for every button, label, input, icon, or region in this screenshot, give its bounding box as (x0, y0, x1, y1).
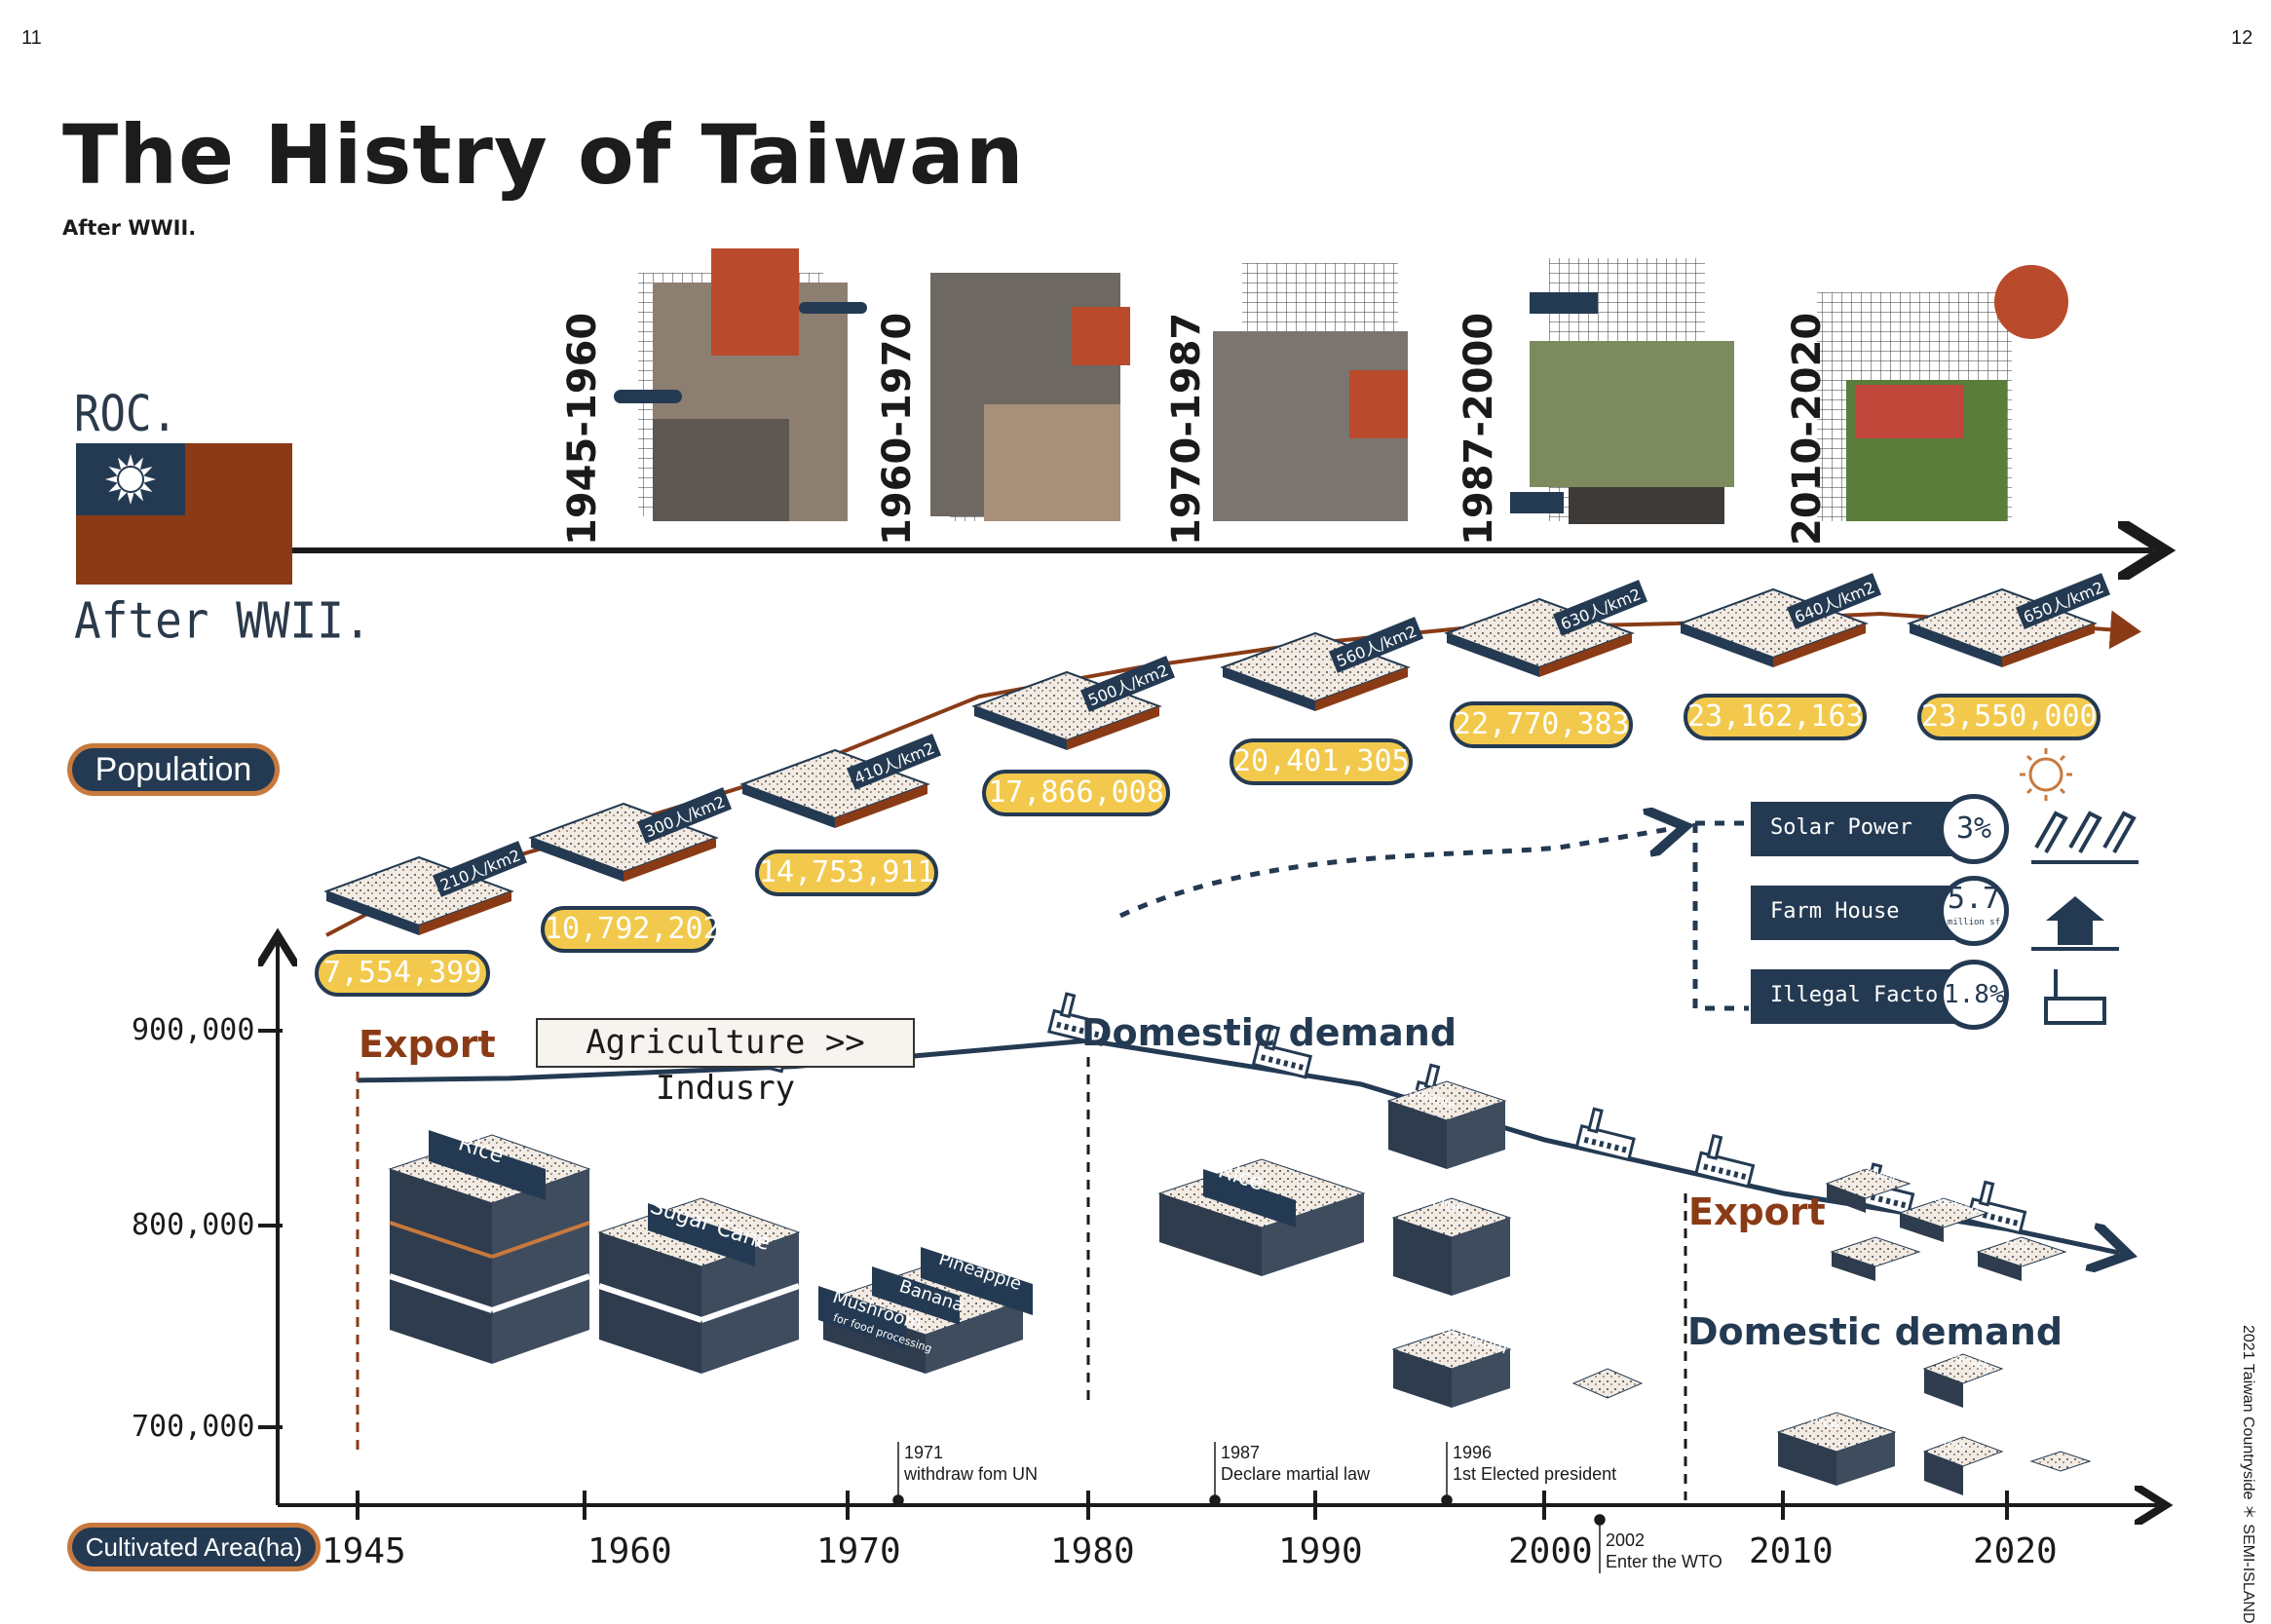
page-number-right: 12 (2231, 27, 2253, 49)
factory-icon (1694, 1133, 1756, 1189)
collage-1960-1970 (930, 273, 1130, 521)
sun-icon (105, 454, 156, 505)
page-subtitle: After WWII. (62, 216, 197, 240)
event-year: 1971 (904, 1443, 944, 1462)
x-tick-label: 1970 (816, 1531, 901, 1571)
event-markers (892, 1442, 1606, 1573)
side-note: 2021 Taiwan Countryside ＊ SEMI-ISLAND (2240, 1325, 2256, 1624)
collage-1970-1987 (1213, 263, 1408, 521)
farm-house-icon (2031, 896, 2119, 951)
factory-icon (1047, 992, 1109, 1047)
population-value-2005: 23,162,163 (1684, 694, 1867, 740)
collage-1987-2000 (1510, 258, 1734, 524)
population-value-2015: 23,550,000 (1917, 694, 2101, 740)
population-value-1985: 20,401,305 (1230, 738, 1413, 785)
x-tick-label: 2020 (1973, 1531, 2058, 1571)
event-text: withdraw fom UN (904, 1464, 1039, 1484)
land-use-farmhouse-value: 5.7 million sf (1939, 876, 2009, 946)
y-tick-label: 900,000 (132, 1013, 255, 1047)
era-label-2010-2020: 2010-2020 (1785, 312, 1830, 546)
event-year: 2002 (1606, 1530, 1646, 1550)
land-use-factory-value: 1.8% (1939, 960, 2009, 1030)
event-2002: 2002 Enter the WTO (1606, 1530, 1722, 1572)
page-number-left: 11 (21, 27, 42, 49)
x-tick-label: 1980 (1050, 1531, 1135, 1571)
land-use-solar: Solar Power panel (1751, 802, 1977, 892)
x-tick-label: 2010 (1749, 1531, 1834, 1571)
population-label: Population (72, 748, 275, 791)
population-value-1945: 7,554,399 (315, 950, 490, 997)
sun-icon (2020, 748, 2072, 801)
recent-crop-blocks (1776, 1168, 2092, 1495)
solar-panel-icon (2031, 811, 2139, 864)
x-tick-label: 2000 (1508, 1531, 1593, 1571)
factory-icon (1574, 1107, 1636, 1162)
event-1987: 1987 Declare martial law (1221, 1442, 1370, 1485)
domestic-crop-blocks (1157, 1080, 1644, 1408)
export-crop-blocks (388, 1130, 1033, 1374)
era-label-1960-1970: 1960-1970 (875, 312, 920, 546)
x-tick-label: 1990 (1278, 1531, 1363, 1571)
event-1996: 1996 1st Elected president (1453, 1442, 1616, 1485)
y-tick-label: 800,000 (132, 1208, 255, 1242)
population-value-1965: 14,753,911 (755, 850, 938, 896)
after-wwii-label: After WWII. (74, 591, 371, 650)
era-label-1970-1987: 1970-1987 (1164, 312, 1209, 546)
collage-2010-2020 (1817, 265, 2068, 521)
x-tick-label: 1945 (322, 1531, 406, 1571)
farmhouse-unit: million sf (1947, 918, 2001, 927)
population-value-1995: 22,770,383 (1450, 701, 1633, 748)
event-1971: 1971 withdraw fom UN (904, 1442, 1038, 1485)
collage-1945-1960 (614, 248, 867, 521)
export-heading-right: Export (1688, 1190, 1826, 1233)
export-heading-left: Export (359, 1023, 496, 1066)
era-label-1945-1960: 1945-1960 (560, 312, 605, 546)
event-text: Enter the WTO (1606, 1552, 1722, 1571)
factory-icon (1251, 1024, 1313, 1079)
population-value-1955: 10,792,202 (541, 906, 721, 953)
event-year: 1996 (1453, 1443, 1493, 1462)
roc-flag (76, 443, 292, 585)
domestic-demand-heading: Domestic demand (1081, 1011, 1457, 1054)
x-tick-label: 1960 (587, 1531, 672, 1571)
cultivated-area-label: Cultivated Area(ha) (72, 1528, 316, 1567)
factory-legend-icon (2044, 969, 2106, 1025)
y-tick-label: 700,000 (132, 1410, 255, 1444)
page-title: The Histry of Taiwan (62, 107, 1025, 203)
population-value-1975: 17,866,008 (982, 770, 1170, 816)
land-use-solar-value: 3% (1939, 794, 2009, 864)
event-text: 1st Elected president (1453, 1464, 1617, 1484)
flag-canton (76, 443, 185, 515)
era-label-1987-2000: 1987-2000 (1457, 312, 1501, 546)
farmhouse-value: 5.7 (1947, 882, 2001, 916)
domestic-demand-heading-right: Domestic demand (1687, 1310, 2063, 1353)
roc-label: ROC. (74, 386, 177, 443)
land-use-factory: Illegal Factory (1751, 969, 1977, 1024)
agriculture-industry-label: Agriculture >> Indusry (536, 1018, 915, 1108)
event-text: Declare martial law (1221, 1464, 1371, 1484)
event-year: 1987 (1221, 1443, 1261, 1462)
land-use-connector (1118, 828, 1676, 919)
chart-ticks (258, 1029, 2009, 1520)
